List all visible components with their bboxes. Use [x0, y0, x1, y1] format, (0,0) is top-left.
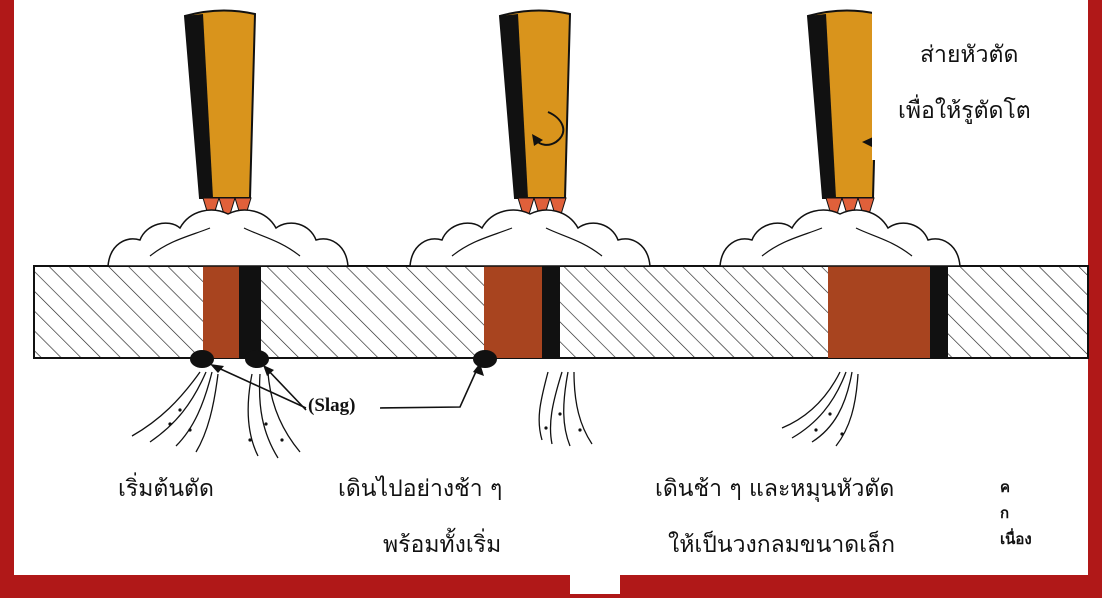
slag-blob-3	[473, 350, 497, 368]
torch-2	[498, 9, 572, 226]
caption-stage2-line2: พร้อมทั้งเริ่ม	[383, 532, 502, 558]
edge-fragment-3: เนื่อง	[1000, 531, 1032, 548]
slag-blob-1	[190, 350, 214, 368]
spark-streams	[131, 371, 859, 459]
edge-fragment-1: ค	[1000, 479, 1011, 496]
annotation-sweep-line1: ส่ายหัวตัด	[920, 42, 1019, 68]
kerf-stage3	[828, 266, 930, 358]
slag-blob-2	[245, 350, 269, 368]
caption-stage1: เริ่มต้นตัด	[118, 476, 214, 502]
edge-fragment-2: ก	[1000, 505, 1010, 522]
torch-3	[806, 9, 909, 226]
annotation-sweep-line2: เพื่อให้รูตัดโต	[898, 98, 1031, 124]
torch-1	[183, 9, 257, 226]
caption-stage3-line1: เดินช้า ๆ และหมุนหัวตัด	[655, 476, 895, 502]
kerf-stage1	[203, 266, 239, 358]
caption-stage3-line2: ให้เป็นวงกลมขนาดเล็ก	[668, 532, 896, 558]
rotation-arrow	[535, 111, 565, 146]
slag-label: (Slag)	[308, 395, 356, 416]
kerf-stage2	[484, 266, 542, 358]
flame-clouds	[107, 209, 961, 267]
caption-stage2-line1: เดินไปอย่างช้า ๆ	[338, 476, 503, 502]
